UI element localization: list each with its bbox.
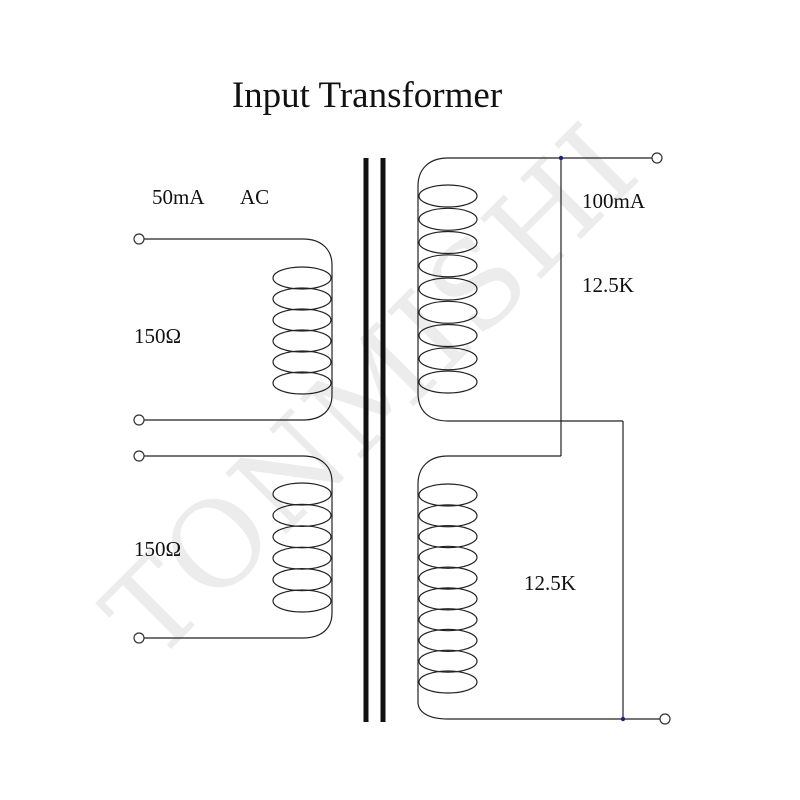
diagram-title: Input Transformer — [232, 75, 502, 116]
coil-turn — [418, 524, 478, 549]
label-primary-bottom-impedance: 150Ω — [134, 537, 181, 561]
coil-turn — [418, 254, 478, 278]
coil-turn — [418, 184, 478, 208]
terminal-primary-top-1 — [133, 233, 145, 245]
junction-dot-top — [558, 155, 564, 161]
coil-turn — [418, 608, 478, 632]
coil-turn — [418, 207, 478, 231]
terminal-primary-bottom-1 — [133, 450, 145, 462]
transformer-core — [363, 158, 386, 722]
label-primary-top-impedance: 150Ω — [134, 324, 181, 348]
terminal-primary-bottom-2 — [133, 632, 145, 644]
primary-bottom-turns — [272, 482, 332, 613]
coil-turn — [418, 370, 478, 394]
coil-turn — [418, 323, 478, 348]
secondary-winding-bottom — [417, 420, 671, 725]
coil-turn — [272, 371, 332, 395]
coil-turn — [418, 670, 478, 694]
coil-turn — [272, 503, 332, 528]
coil-turn — [418, 628, 478, 653]
secondary-winding-top — [417, 152, 663, 456]
coil-turn — [272, 308, 332, 332]
coil-turn — [418, 566, 478, 590]
coil-turn — [272, 287, 332, 311]
terminal-secondary-top — [651, 152, 663, 164]
coil-turn — [418, 504, 478, 528]
coil-turn — [418, 483, 478, 507]
primary-top-turns — [272, 266, 332, 395]
coil-turn — [418, 230, 478, 255]
coil-turn — [418, 347, 478, 371]
terminal-secondary-bottom — [659, 713, 671, 725]
primary-winding-bottom — [133, 450, 333, 644]
coil-turn — [272, 546, 332, 570]
coil-turn — [272, 266, 332, 290]
terminal-primary-top-2 — [133, 414, 145, 426]
coil-turn — [418, 300, 478, 324]
label-primary-type: AC — [240, 185, 269, 209]
coil-turn — [418, 587, 478, 611]
primary-top-coil — [302, 238, 333, 421]
secondary-bottom-coil — [417, 455, 449, 720]
secondary-bottom-turns — [418, 483, 478, 694]
secondary-top-coil — [417, 157, 449, 422]
coil-turn — [272, 350, 332, 374]
label-secondary-bottom-impedance: 12.5K — [524, 571, 576, 595]
coil-turn — [418, 649, 478, 673]
primary-bottom-coil — [302, 455, 333, 639]
label-secondary-top-impedance: 12.5K — [582, 273, 634, 297]
coil-turn — [418, 545, 478, 569]
coil-turn — [272, 329, 332, 353]
junction-dot-bottom — [620, 716, 626, 722]
secondary-top-turns — [418, 184, 478, 394]
coil-turn — [272, 589, 332, 613]
primary-winding-top — [133, 233, 333, 426]
label-primary-current: 50mA — [152, 185, 205, 209]
label-secondary-current: 100mA — [582, 189, 646, 213]
coil-turn — [272, 567, 332, 592]
coil-turn — [418, 277, 478, 301]
